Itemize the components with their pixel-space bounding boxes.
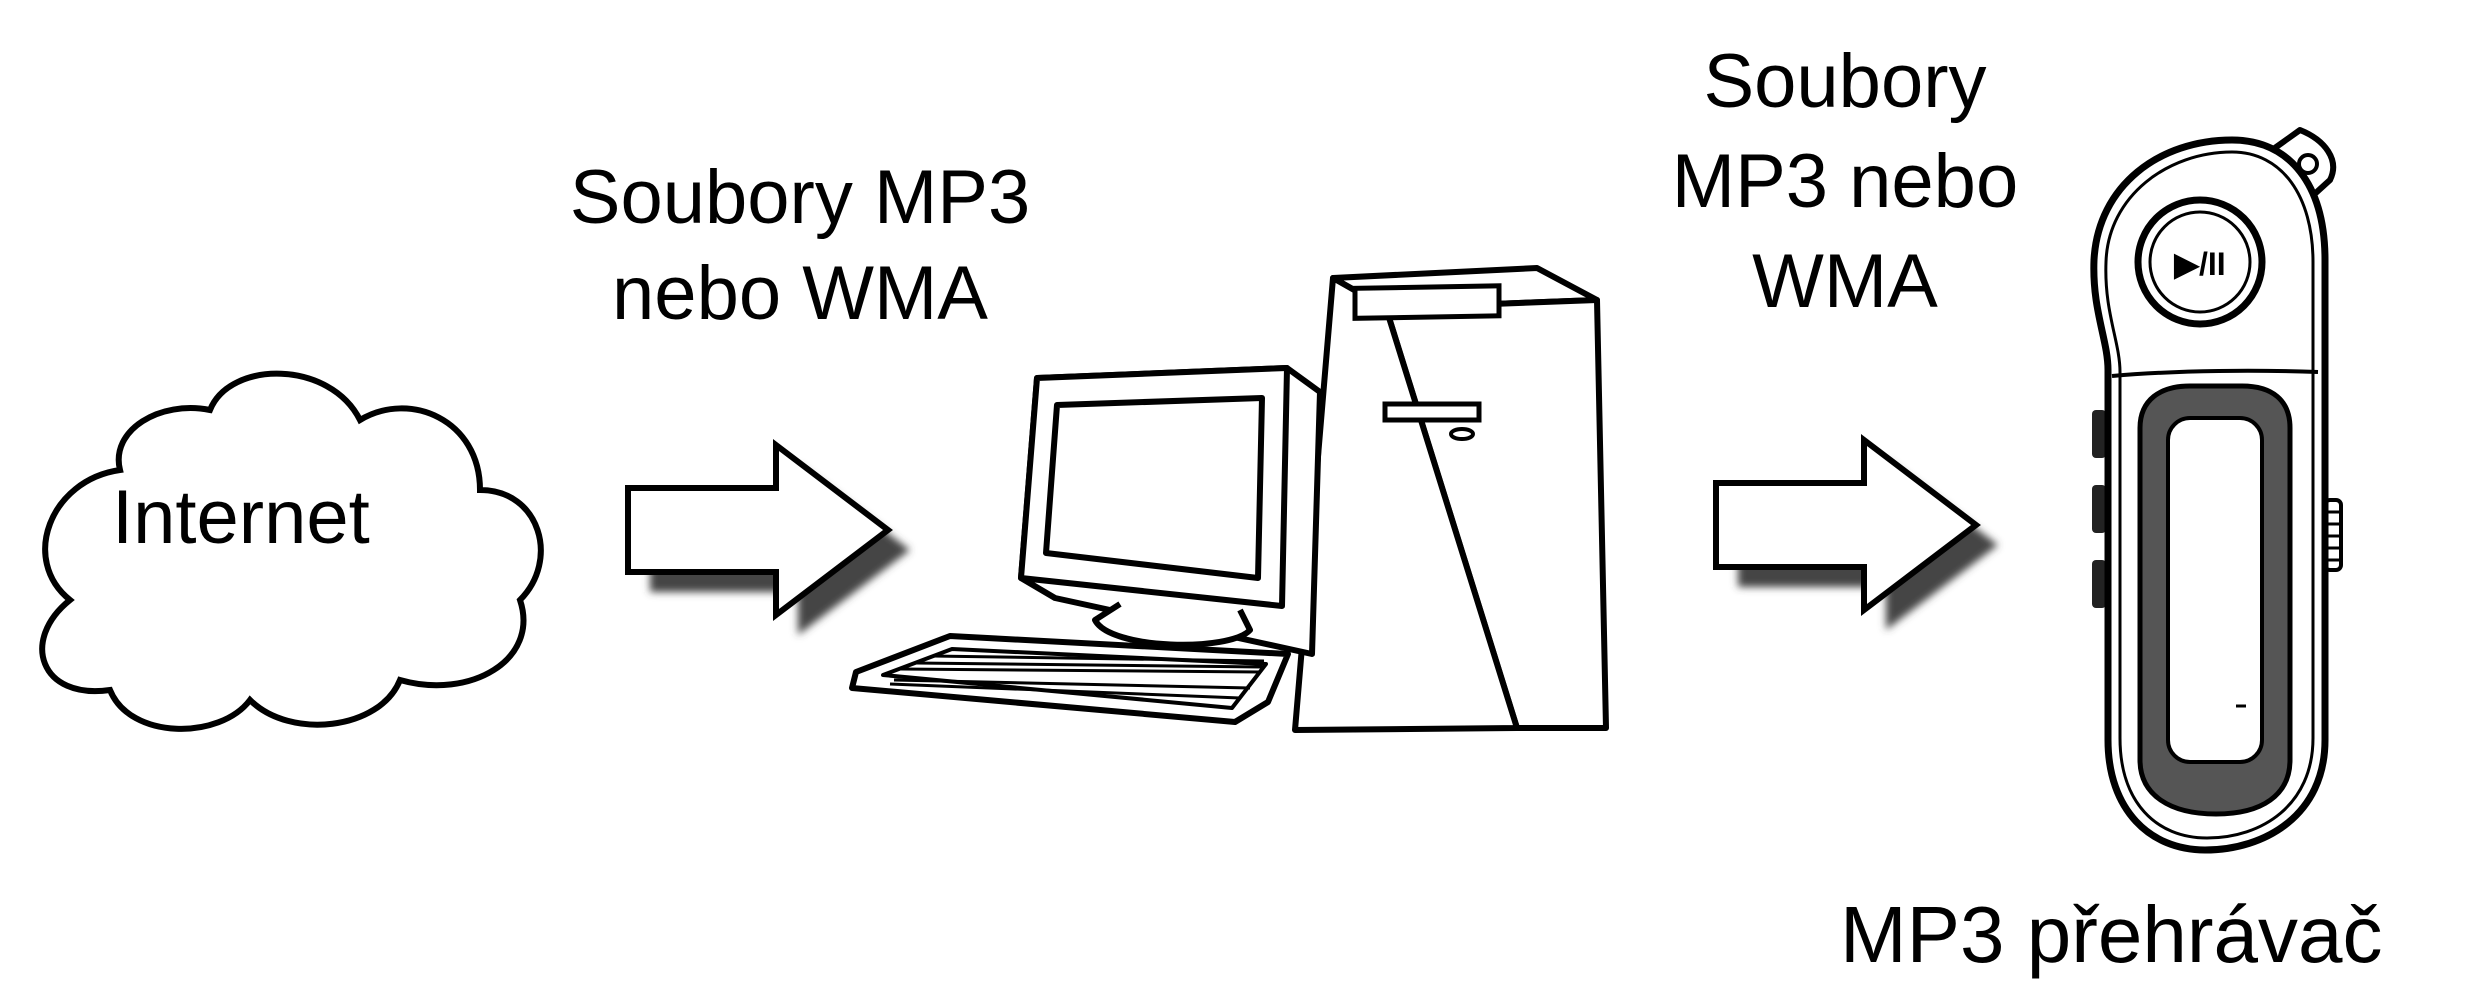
arrow-right-icon <box>1713 433 1998 630</box>
transfer-label-line: Soubory MP3 <box>569 155 1031 240</box>
monitor <box>1018 365 1323 657</box>
transfer-label-line: WMA <box>1752 239 1938 324</box>
transfer-label-line: Soubory <box>1703 39 1987 124</box>
play-pause-icon: ▶/II <box>2173 246 2225 282</box>
mp3-player-icon: ▶/II <box>2090 127 2343 854</box>
keyboard <box>849 633 1291 725</box>
player-label: MP3 přehrávač <box>1840 890 2383 979</box>
internet-label: Internet <box>112 475 370 560</box>
tower-case <box>1292 265 1609 733</box>
cloud-icon <box>39 370 544 732</box>
transfer-label-line: MP3 nebo <box>1671 139 2019 224</box>
computer-icon <box>849 265 1609 733</box>
transfer-label-pc-to-player: Soubory MP3 nebo WMA <box>1600 32 2090 332</box>
arrow-right-icon <box>625 438 910 635</box>
transfer-label-internet-to-pc: Soubory MP3 nebo WMA <box>520 150 1080 342</box>
transfer-label-line: nebo WMA <box>612 251 988 336</box>
